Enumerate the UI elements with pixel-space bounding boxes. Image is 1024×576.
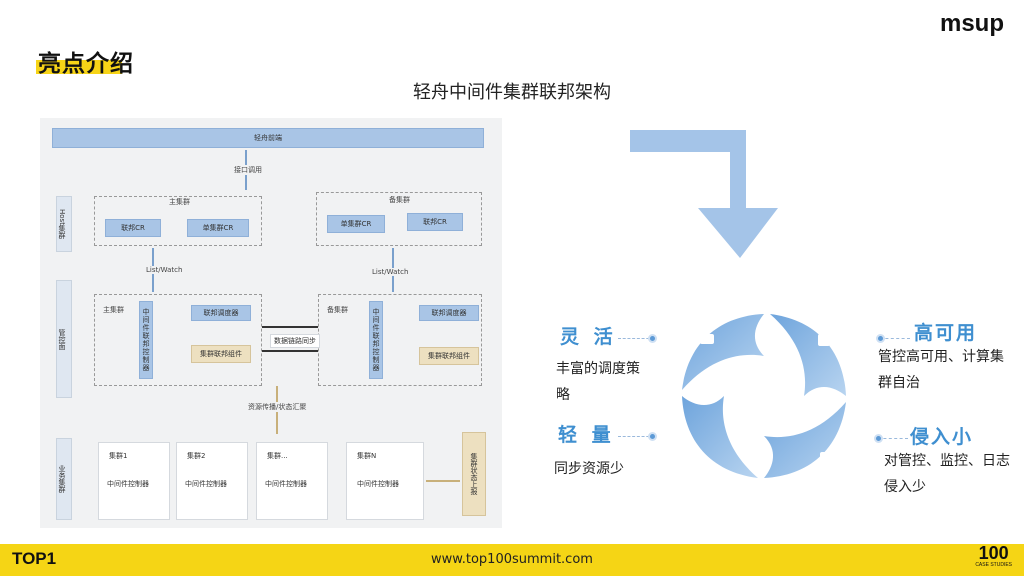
main-cluster-label: 主集群: [169, 198, 190, 206]
ha-dot-icon: [876, 334, 885, 343]
cluster-n: 集群N 中间件控制器: [346, 442, 424, 520]
flexible-dot-icon: [648, 334, 657, 343]
flexible-title: 灵 活: [560, 326, 617, 348]
api-call-label: 接口调用: [232, 165, 264, 175]
top100-brand: TOP1: [12, 549, 57, 568]
host-cluster-label: Host集群: [58, 209, 66, 239]
control-main-cluster: 主集群 中间件联邦控制器 联邦调度器 集群联邦组件: [94, 294, 262, 386]
frontend-bar: 轻舟前端: [52, 128, 484, 148]
lightweight-dot-icon: [648, 432, 657, 441]
control-plane-side: 管控面: [56, 280, 72, 398]
resource-report-label: 资源传播/状态汇聚: [246, 402, 309, 412]
cluster-2: 集群2 中间件控制器: [176, 442, 248, 520]
cluster-etc: 集群... 中间件控制器: [256, 442, 328, 520]
diagram-title: 轻舟中间件集群联邦架构: [413, 82, 611, 103]
sync-arrow-2: [262, 350, 318, 352]
list-watch-standby: List/Watch: [372, 268, 409, 276]
footer-url[interactable]: www.top100summit.com: [431, 552, 593, 567]
federation-component-standby: 集群联邦组件: [419, 347, 479, 365]
flexible-text: 丰富的调度策略: [556, 361, 640, 403]
feature-petals-icon: [682, 314, 846, 478]
case-studies-badge: 100 CASE STUDIES: [975, 543, 1012, 568]
lightweight-title: 轻 量: [558, 424, 615, 446]
ha-text: 管控高可用、计算集群自治: [878, 349, 1004, 391]
page-title: 亮点介绍: [38, 51, 134, 77]
intrusion-text: 对管控、监控、日志侵入少: [884, 453, 1010, 495]
architecture-diagram: 轻舟前端 接口调用 Host集群 管控面 业务集群 主集群 联邦CR 单集群CR…: [40, 118, 502, 528]
title-highlight: [36, 60, 122, 74]
cluster-1: 集群1 中间件控制器: [98, 442, 170, 520]
intrusion-title: 侵入小: [910, 426, 974, 448]
single-cr-main: 单集群CR: [187, 219, 249, 237]
control-plane-label: 管控面: [58, 328, 66, 350]
federation-controller-standby: 中间件联邦控制器: [369, 301, 383, 379]
ha-title: 高可用: [914, 322, 978, 344]
lightweight-text: 同步资源少: [554, 461, 624, 477]
host-main-cluster: 主集群 联邦CR 单集群CR: [94, 196, 262, 246]
control-standby-label: 备集群: [327, 306, 348, 314]
data-sync-label: 数据链路同步: [270, 334, 320, 348]
business-cluster-label: 业务集群: [58, 465, 66, 493]
federation-component-main: 集群联邦组件: [191, 345, 251, 363]
business-cluster-side: 业务集群: [56, 438, 72, 520]
host-cluster-side: Host集群: [56, 196, 72, 252]
federation-cr-standby: 联邦CR: [407, 213, 463, 231]
status-report-box: 集群状态上报: [462, 432, 486, 516]
control-main-label: 主集群: [103, 306, 124, 314]
sync-arrow: [262, 326, 318, 328]
intrusion-dot-icon: [874, 434, 883, 443]
control-standby-cluster: 备集群 中间件联邦控制器 联邦调度器 集群联邦组件: [318, 294, 482, 386]
federation-scheduler-standby: 联邦调度器: [419, 305, 479, 321]
host-standby-cluster: 备集群 单集群CR 联邦CR: [316, 192, 482, 246]
report-arrow: [426, 480, 460, 482]
list-watch-main: List/Watch: [146, 266, 183, 274]
federation-scheduler-main: 联邦调度器: [191, 305, 251, 321]
single-cr-standby: 单集群CR: [327, 215, 385, 233]
footer: TOP1 www.top100summit.com 100 CASE STUDI…: [0, 544, 1024, 576]
msup-logo: msup: [939, 10, 1004, 37]
federation-controller-main: 中间件联邦控制器: [139, 301, 153, 379]
down-arrow-icon: [630, 130, 778, 258]
federation-cr-main: 联邦CR: [105, 219, 161, 237]
standby-cluster-label: 备集群: [389, 196, 410, 204]
